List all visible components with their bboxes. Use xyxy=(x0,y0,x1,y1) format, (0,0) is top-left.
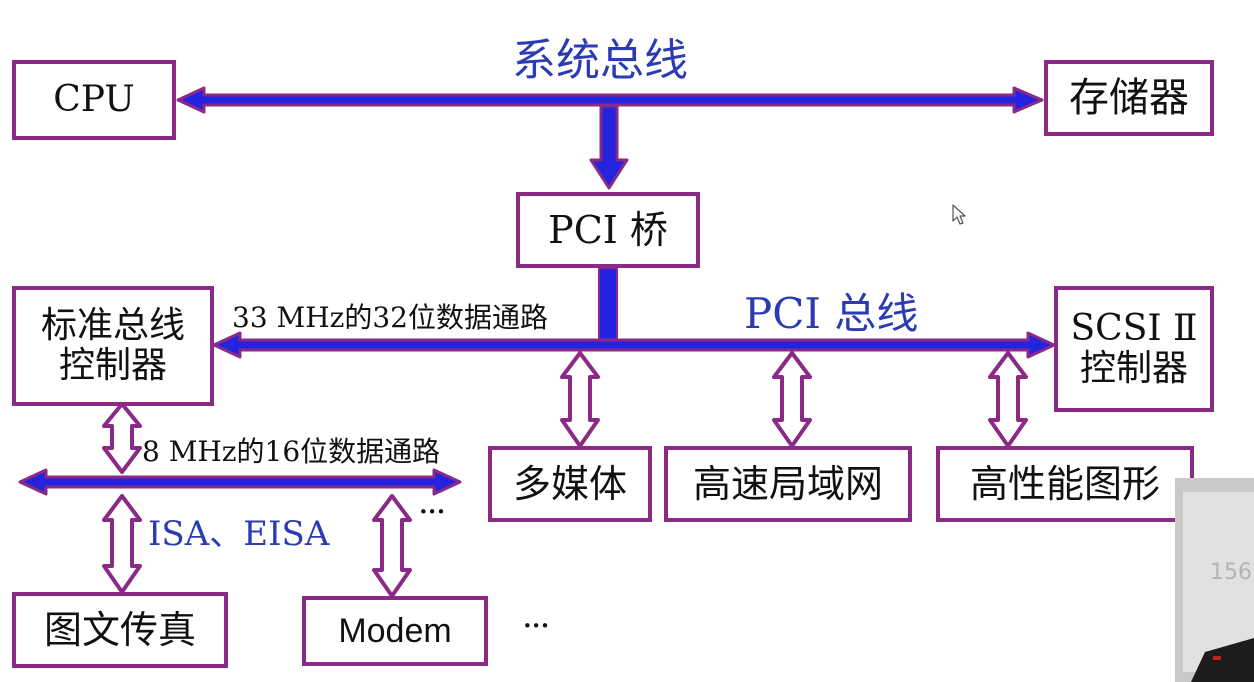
ellipsis-bottom: ··· xyxy=(522,606,550,646)
memory-label: 存储器 xyxy=(1069,74,1189,121)
modem-box: Modem xyxy=(302,596,488,666)
graphics-box: 高性能图形 xyxy=(936,446,1194,522)
pci-bus-label: PCI 总线 xyxy=(744,289,919,338)
scsi-controller-box: SCSI Ⅱ 控制器 xyxy=(1054,286,1214,412)
fax-box: 图文传真 xyxy=(12,592,228,668)
controller-isa-arrow xyxy=(102,402,142,474)
pci-bridge-connector xyxy=(598,267,618,343)
pci-graphics-arrow xyxy=(988,351,1028,448)
isa-fax-arrow xyxy=(102,494,142,594)
mouse-cursor-icon xyxy=(952,204,966,225)
webcam-overlay: 156 xyxy=(1175,478,1254,682)
webcam-page-number: 156 xyxy=(1210,560,1252,585)
pci-bus-arrow xyxy=(212,331,1056,359)
scsi-line2: 控制器 xyxy=(1079,348,1188,389)
system-bus-arrow xyxy=(176,86,1044,114)
pci-bridge-box: PCI 桥 xyxy=(516,192,700,268)
memory-box: 存储器 xyxy=(1044,60,1214,136)
cpu-box: CPU xyxy=(12,60,176,140)
lan-label: 高速局域网 xyxy=(692,461,883,506)
isa-modem-arrow xyxy=(372,494,412,598)
scsi-line1: SCSI Ⅱ xyxy=(1070,307,1198,349)
system-bus-title: 系统总线 xyxy=(512,35,688,86)
isa-path-label: 8 MHz的16位数据通路 xyxy=(142,435,441,468)
webcam-device-shape xyxy=(1191,638,1254,682)
pci-multimedia-arrow xyxy=(560,351,600,448)
cpu-label: CPU xyxy=(53,78,135,120)
fax-label: 图文传真 xyxy=(43,607,196,652)
multimedia-label: 多媒体 xyxy=(512,461,627,506)
modem-label: Modem xyxy=(338,611,452,650)
graphics-label: 高性能图形 xyxy=(969,461,1160,506)
std-bus-ctrl-line2: 控制器 xyxy=(58,345,167,386)
pci-path-label: 33 MHz的32位数据通路 xyxy=(232,301,548,334)
multimedia-box: 多媒体 xyxy=(488,446,652,522)
pci-bridge-label: PCI 桥 xyxy=(548,207,668,252)
ellipsis-top: ··· xyxy=(418,492,446,532)
std-bus-ctrl-line1: 标准总线 xyxy=(40,304,185,346)
lan-box: 高速局域网 xyxy=(664,446,912,522)
system-to-pci-bridge-arrow xyxy=(589,104,629,190)
pci-lan-arrow xyxy=(772,351,812,448)
isa-bus-arrow xyxy=(18,468,462,496)
standard-bus-controller-box: 标准总线 控制器 xyxy=(12,286,214,406)
isa-bus-label: ISA、EISA xyxy=(148,514,330,554)
